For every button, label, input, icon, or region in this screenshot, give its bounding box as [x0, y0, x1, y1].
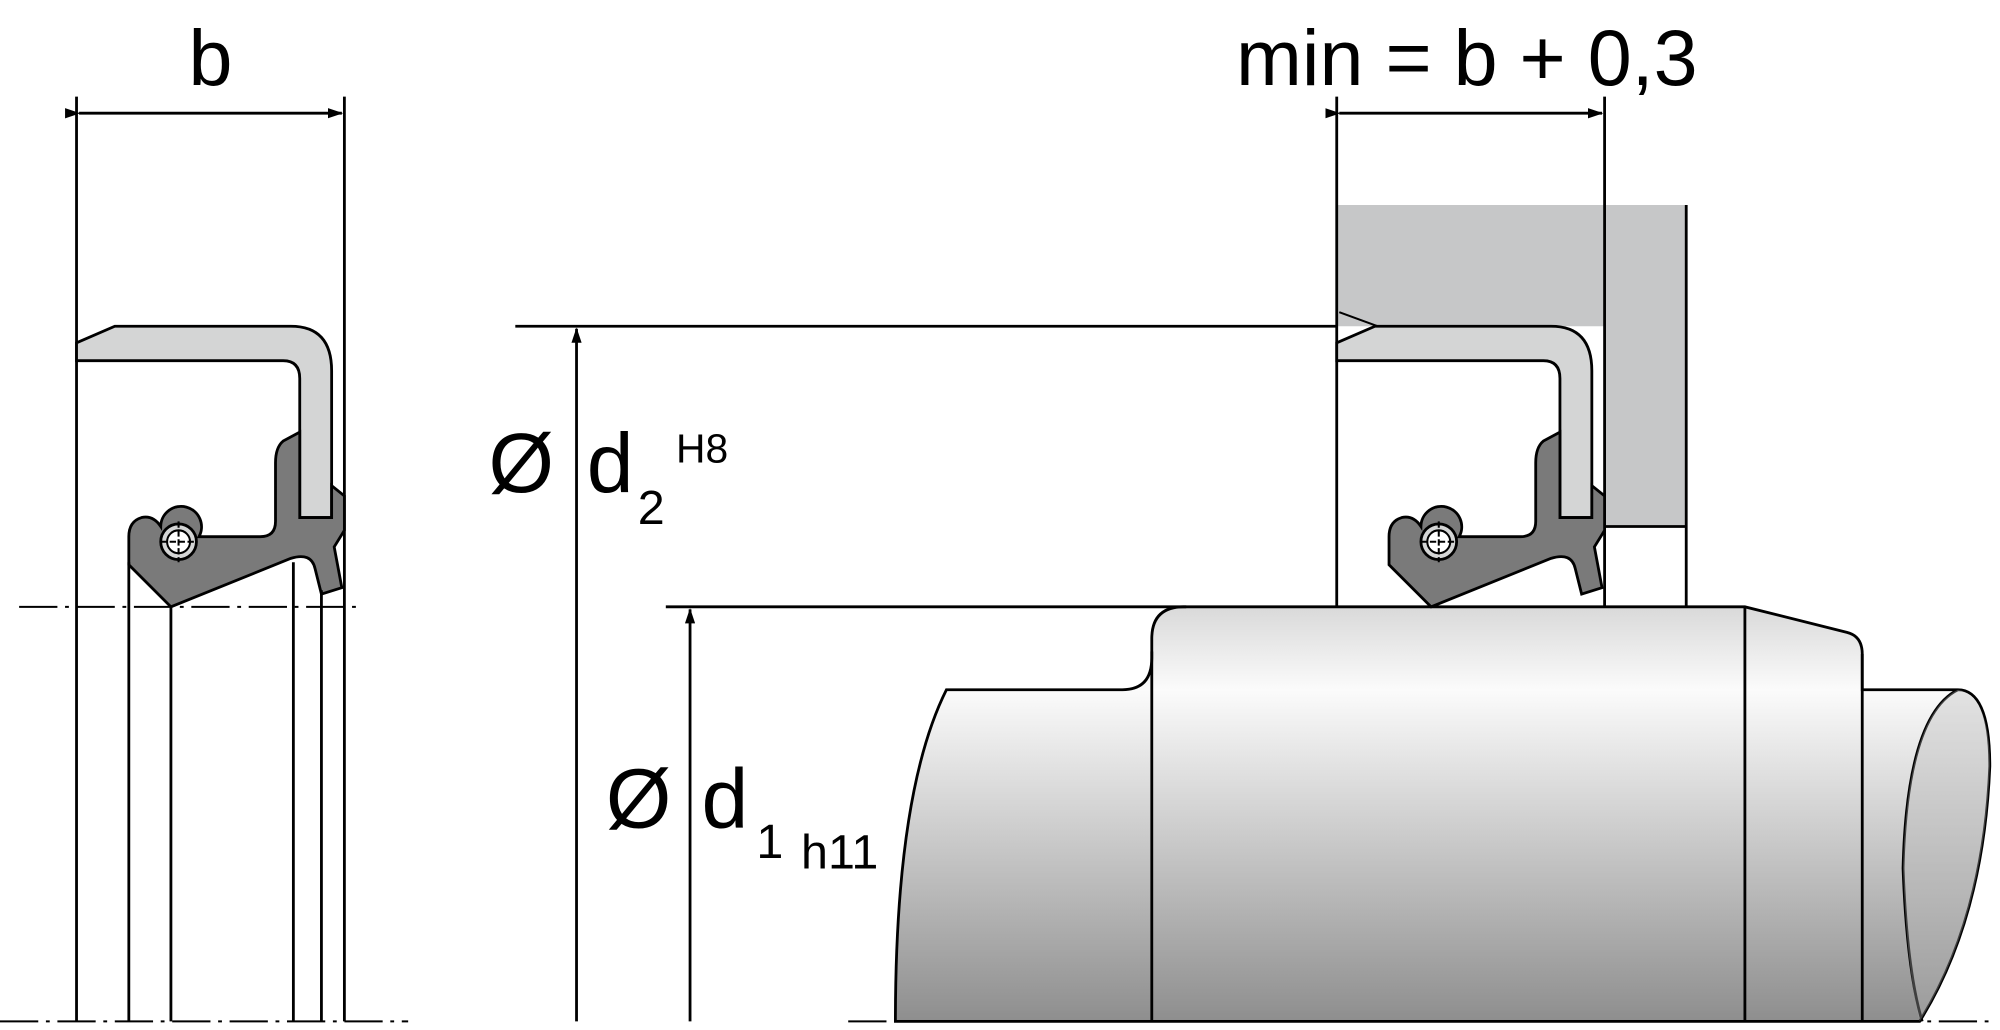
d2-tolerance: H8: [676, 426, 728, 472]
seal-cross-section: b: [0, 13, 409, 1023]
d1-letter: d: [702, 751, 749, 845]
label-min-width: min = b + 0,3: [1236, 13, 1698, 102]
label-b: b: [188, 13, 232, 102]
shaft: [894, 605, 1992, 1023]
label-d1: Ø d 1 h11: [606, 751, 878, 879]
diameter-symbol: Ø: [606, 751, 671, 845]
installation-view: min = b + 0,3 Ø d 2 H8 Ø d 1 h11: [489, 13, 1992, 1023]
d2-subscript: 2: [638, 481, 665, 535]
diameter-symbol: Ø: [489, 416, 554, 510]
d1-tolerance: h11: [801, 825, 878, 879]
housing: [1336, 205, 1687, 527]
label-d2: Ø d 2 H8: [489, 416, 729, 535]
d2-letter: d: [587, 416, 634, 510]
d1-subscript: 1: [756, 815, 783, 869]
